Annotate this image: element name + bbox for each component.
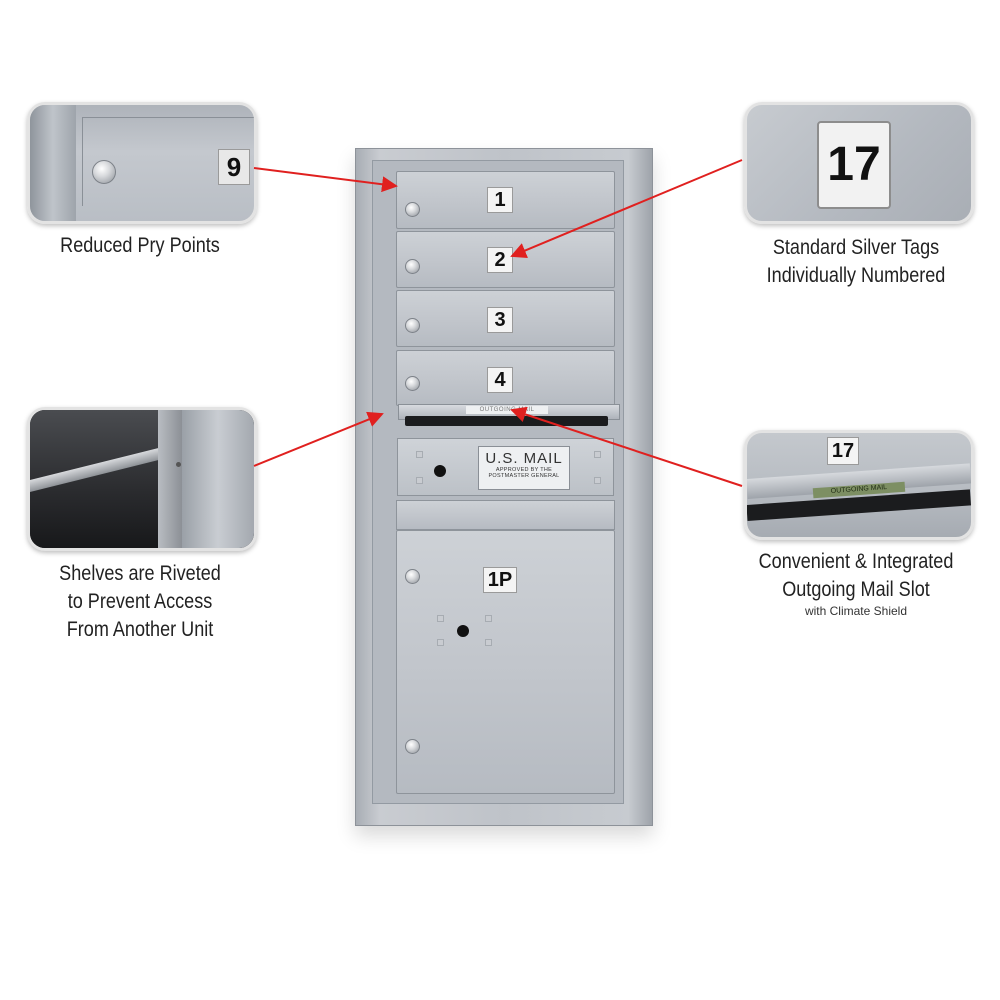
lock-icon	[92, 160, 116, 184]
outgoing-mail-slot[interactable]	[405, 416, 608, 426]
cabinet-side	[182, 410, 254, 548]
lock-icon	[405, 739, 420, 754]
door-tag-4: 4	[487, 367, 513, 393]
outgoing-tag-17: 17	[827, 437, 859, 465]
lock-icon	[405, 569, 420, 584]
rivet-icon	[485, 615, 492, 622]
rivet-icon	[594, 451, 601, 458]
silver-tags-caption: Standard Silver Tags Individually Number…	[766, 236, 946, 287]
plate-line-2: POSTMASTER GENERAL	[488, 473, 560, 479]
rivet-icon	[416, 451, 423, 458]
shelf-wall	[158, 410, 182, 548]
us-mail-title: U.S. MAIL	[485, 450, 563, 467]
shelves-caption: Shelves are Riveted to Prevent Access Fr…	[59, 562, 221, 641]
lock-icon	[405, 202, 420, 217]
door-edge	[82, 117, 254, 206]
pry-points-thumbnail: 9	[27, 102, 257, 224]
door-tag-1: 1	[487, 187, 513, 213]
shelves-thumbnail	[27, 407, 257, 551]
rivet-icon	[176, 462, 181, 467]
us-mail-plate: U.S. MAIL APPROVED BY THE POSTMASTER GEN…	[478, 446, 570, 490]
parcel-locker-tag: 1P	[483, 567, 517, 593]
panel-frame	[30, 105, 76, 221]
silver-tag-17: 17	[817, 121, 891, 209]
keyhole-icon	[457, 625, 469, 637]
door-3[interactable]: 3	[396, 290, 615, 347]
outgoing-caption: Convenient & Integrated Outgoing Mail Sl…	[758, 550, 954, 601]
outgoing-thumbnail: 17 OUTGOING MAIL	[744, 430, 974, 540]
door-2[interactable]: 2	[396, 231, 615, 288]
parcel-locker-door[interactable]: 1P	[396, 530, 615, 794]
pry-points-tag: 9	[218, 149, 250, 185]
outgoing-subcaption: with Climate Shield	[804, 604, 908, 618]
spacer-panel	[396, 500, 615, 530]
pry-points-caption: Reduced Pry Points	[60, 234, 220, 257]
rivet-icon	[437, 639, 444, 646]
rivet-icon	[416, 477, 423, 484]
outgoing-mail-label: OUTGOING MAIL	[466, 406, 548, 414]
lock-icon	[405, 318, 420, 333]
door-tag-2: 2	[487, 247, 513, 273]
door-tag-3: 3	[487, 307, 513, 333]
rivet-icon	[437, 615, 444, 622]
rivet-icon	[485, 639, 492, 646]
rivet-icon	[594, 477, 601, 484]
keyhole-icon	[434, 465, 446, 477]
door-4[interactable]: 4	[396, 350, 615, 406]
silver-tags-thumbnail: 17	[744, 102, 974, 224]
lock-icon	[405, 259, 420, 274]
door-1[interactable]: 1	[396, 171, 615, 229]
lock-icon	[405, 376, 420, 391]
